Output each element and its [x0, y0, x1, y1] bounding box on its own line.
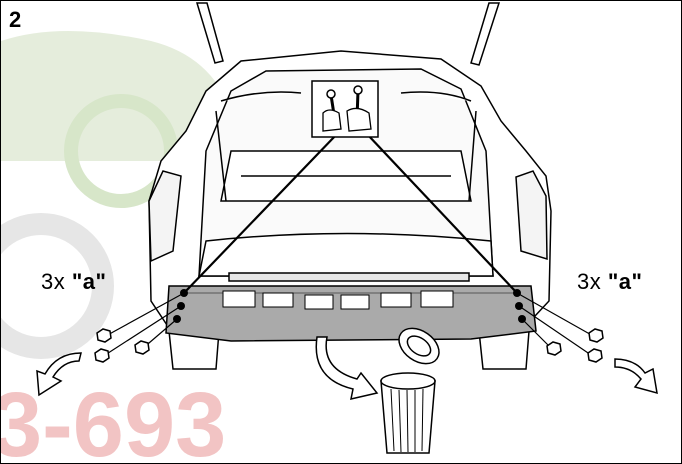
callout-lines	[183, 133, 518, 294]
bumper-beam	[165, 285, 537, 342]
fastener-code-right: "a"	[607, 269, 643, 294]
fastener-code-left: "a"	[71, 269, 107, 294]
trash-bin-icon	[380, 327, 440, 454]
fastener-count-left: 3x	[41, 269, 66, 294]
fastener-label-left: 3x "a"	[41, 269, 106, 295]
fastener-label-right: 3x "a"	[577, 269, 642, 295]
tailgate-struts	[195, 2, 501, 66]
nuts-right	[546, 328, 604, 363]
wrench-hands-icon	[311, 80, 379, 138]
car-body	[148, 50, 552, 370]
nuts-left	[94, 328, 150, 363]
removal-arrow-right-icon	[614, 358, 658, 395]
removal-arrow-left-icon	[36, 352, 82, 397]
watermark-text: 3-693	[1, 374, 226, 463]
step-number: 2	[9, 7, 22, 32]
fastener-count-right: 3x	[577, 269, 602, 294]
removal-arrow-center-icon	[315, 336, 379, 400]
